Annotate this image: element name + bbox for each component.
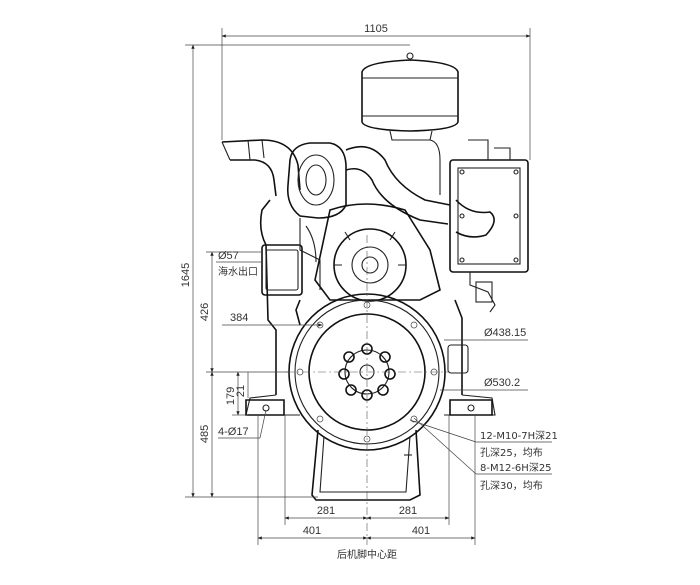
dim-401-left: 401 — [303, 525, 321, 537]
air-filter — [361, 52, 459, 141]
bolt-note-1-line2: 孔深25，均布 — [480, 447, 543, 459]
bolt-note-1-line1: 12-M10-7H深21 — [480, 430, 558, 442]
oil-sump — [311, 429, 421, 501]
engine-outline — [221, 52, 529, 501]
center-lines — [286, 235, 450, 545]
bolt-circle — [338, 343, 396, 401]
engine-feet — [245, 399, 493, 416]
exhaust-elbow — [221, 139, 301, 197]
dim-hole-dia: 4-Ø17 — [218, 426, 249, 438]
dim-281-right: 281 — [399, 505, 417, 517]
timing-cover — [314, 203, 441, 302]
intake-pipe — [345, 139, 451, 225]
bolt-note-2-line1: 8-M12-6H深25 — [480, 462, 552, 474]
dim-21: 21 — [235, 385, 247, 397]
outlet-label: 海水出口 — [218, 265, 258, 278]
heat-exchanger — [449, 139, 529, 313]
dim-dia-530: Ø530.2 — [484, 377, 520, 389]
turbocharger — [286, 142, 347, 219]
dim-401-right: 401 — [412, 525, 430, 537]
dim-overall-height: 1645 — [180, 263, 192, 287]
dim-426: 426 — [199, 303, 211, 321]
dim-outlet-dia: Ø57 — [218, 250, 239, 262]
dim-179: 179 — [225, 387, 237, 405]
caption: 后机脚中心距 — [337, 548, 397, 561]
dim-384: 384 — [230, 312, 248, 324]
dim-485: 485 — [199, 425, 211, 443]
dim-281-left: 281 — [317, 505, 335, 517]
dim-overall-width: 1105 — [364, 23, 388, 35]
dimension-lines — [185, 28, 552, 545]
dim-dia-438: Ø438.15 — [484, 327, 526, 339]
bolt-note-2-line2: 孔深30，均布 — [480, 480, 543, 492]
